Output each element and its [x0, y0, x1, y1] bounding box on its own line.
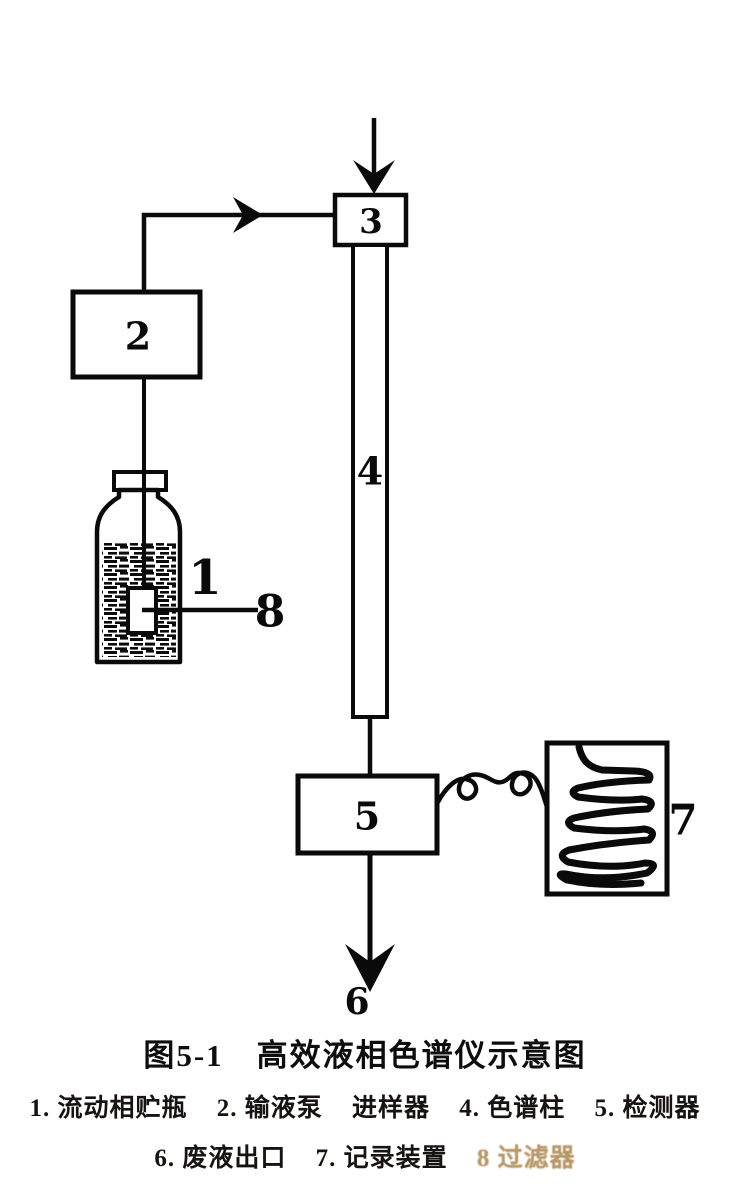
column: 4 — [351, 243, 389, 719]
waste-outlet-arrow: 6 — [344, 853, 395, 1023]
injector-number: 3 — [359, 202, 383, 242]
reservoir-number: 1 — [188, 550, 221, 606]
figure-caption: 图5-1 高效液相色谱仪示意图 — [143, 1038, 587, 1073]
detector-number: 5 — [354, 794, 380, 839]
pump-to-injector-line — [141, 197, 335, 292]
filter-number: 8 — [255, 587, 286, 638]
flow-arrowhead-icon — [233, 197, 263, 233]
legend-item-filter: 8 过滤器 — [476, 1145, 576, 1172]
pump-number: 2 — [125, 314, 151, 359]
legend-item-injector: 进样器 — [351, 1095, 430, 1122]
legend-item-recorder: 7. 记录装置 — [315, 1145, 448, 1172]
detector-box: 5 — [295, 773, 440, 856]
signal-cable-coil — [435, 770, 551, 819]
legend-item-detector: 5. 检测器 — [594, 1095, 701, 1122]
waste-number: 6 — [344, 981, 369, 1023]
recorder-number: 7 — [668, 796, 697, 845]
legend-line-1: 1. 流动相贮瓶 2. 输液泵 进样器 4. 色谱柱 5. 检测器 — [0, 1088, 730, 1124]
reservoir-bottle: 1 8 — [94, 377, 286, 665]
chromatogram-trace — [556, 743, 657, 888]
recorder-box: 7 — [544, 740, 698, 897]
column-number: 4 — [357, 449, 383, 494]
pump-box: 2 — [70, 289, 203, 380]
bottle-cap — [112, 470, 168, 492]
legend-item-reservoir: 1. 流动相贮瓶 — [29, 1095, 188, 1122]
legend-item-pump: 2. 输液泵 — [216, 1095, 323, 1122]
sample-inlet-arrow — [353, 118, 395, 194]
legend-item-column: 4. 色谱柱 — [459, 1095, 566, 1122]
hplc-schematic-diagram: 3 2 1 8 4 5 — [70, 118, 698, 1023]
legend-item-waste: 6. 废液出口 — [154, 1145, 287, 1172]
legend-line-2: 6. 废液出口 7. 记录装置 8 过滤器 — [0, 1138, 730, 1174]
injector-box: 3 — [332, 192, 409, 248]
